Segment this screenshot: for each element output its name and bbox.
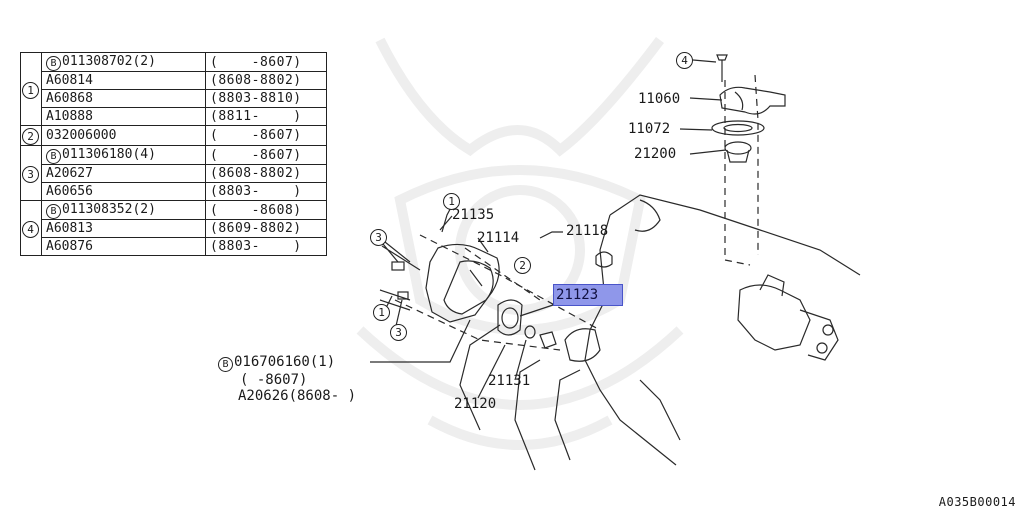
callout-11060: 11060	[638, 91, 681, 107]
qty-paren: )	[148, 202, 156, 217]
ref-circle-1-bottom: 1	[373, 304, 390, 321]
group-ref-number: 3	[20, 145, 42, 201]
bolt-note-line2: ( -8607)	[240, 372, 308, 388]
part-number-cell: A60813	[41, 219, 206, 238]
qty-paren: (	[132, 147, 141, 162]
part-quantity: 4	[140, 147, 149, 162]
bolt-b-mark: B	[46, 204, 61, 219]
date-range-cell: ( -8607)	[205, 145, 327, 165]
group-ref-number: 1	[20, 52, 42, 126]
group-ref-number: 4	[20, 200, 42, 256]
callout-21123-highlighted[interactable]: 21123	[553, 284, 623, 306]
callout-21118: 21118	[566, 223, 609, 239]
part-number: A60876	[46, 239, 93, 254]
date-range-cell: ( -8607)	[205, 52, 327, 72]
bolt-b-mark: B	[46, 149, 61, 164]
part-number: A60814	[46, 73, 93, 88]
ref-circle-3-left: 3	[370, 229, 387, 246]
part-number: A10888	[46, 109, 93, 124]
ref-circle: 2	[22, 128, 39, 145]
parts-table-row: A60814 (8608-8802)	[21, 71, 327, 90]
ref-circle-2: 2	[514, 257, 531, 274]
part-number: A20627	[46, 166, 93, 181]
bolt-b-mark: B	[46, 56, 61, 71]
part-number-cell: A60876	[41, 237, 206, 256]
bolt-b-mark: B	[218, 357, 233, 372]
parts-table-row: A10888 (8811- )	[21, 107, 327, 126]
ref-circle: 3	[22, 165, 39, 183]
parts-table-row: A20627 (8608-8802)	[21, 164, 327, 183]
part-quantity: 2	[140, 202, 149, 217]
date-range-cell: (8608-8802)	[205, 71, 327, 90]
part-quantity: 2	[140, 54, 149, 69]
parts-table-row: A60813 (8609-8802)	[21, 219, 327, 238]
part-number-cell: A20627	[41, 164, 206, 183]
date-range-cell: (8811- )	[205, 107, 327, 126]
part-number: 011308702	[62, 54, 133, 69]
parts-table-row: A60656 (8803- )	[21, 182, 327, 201]
part-number: 032006000	[46, 128, 117, 143]
date-range-cell: (8609-8802)	[205, 219, 327, 238]
callout-21120: 21120	[454, 396, 497, 412]
callout-21114: 21114	[477, 230, 520, 246]
part-number-cell: 032006000	[41, 125, 206, 146]
ref-circle-4: 4	[676, 52, 693, 69]
bolt-note-line1: 016706160(1)	[234, 354, 336, 370]
part-number: A60813	[46, 221, 93, 236]
callout-21200: 21200	[634, 146, 677, 162]
qty-paren: )	[148, 54, 156, 69]
qty-paren: (	[132, 202, 141, 217]
diagram-code: A035B00014	[938, 495, 1016, 509]
part-number-cell: A60656	[41, 182, 206, 201]
part-number: 011308352	[62, 202, 133, 217]
part-number: A60656	[46, 184, 93, 199]
part-number: A60868	[46, 91, 93, 106]
ref-circle-1-top: 1	[443, 193, 460, 210]
qty-paren: )	[148, 147, 156, 162]
date-range-cell: ( -8607)	[205, 125, 327, 146]
ref-circle-3-bottom: 3	[390, 324, 407, 341]
date-range-cell: (8803- )	[205, 237, 327, 256]
callout-21135: 21135	[452, 207, 495, 223]
group-ref-number: 2	[20, 125, 42, 146]
date-range-cell: (8608-8802)	[205, 164, 327, 183]
part-number-cell: A60868	[41, 89, 206, 108]
qty-paren: (	[132, 54, 141, 69]
parts-table-row: A60876 (8803- )	[21, 237, 327, 256]
parts-table-row: 2 032006000 ( -8607)	[20, 125, 327, 146]
callout-11072: 11072	[628, 121, 671, 137]
part-number: 011306180	[62, 147, 133, 162]
parts-table-row: A60868 (8803-8810)	[21, 89, 327, 108]
date-range-cell: (8803- )	[205, 182, 327, 201]
part-number-cell: A10888	[41, 107, 206, 126]
part-number-cell: A60814	[41, 71, 206, 90]
date-range-cell: (8803-8810)	[205, 89, 327, 108]
ref-circle: 4	[22, 220, 39, 238]
bolt-note-line3: A20626(8608- )	[238, 388, 357, 404]
callout-21131: 21131	[488, 373, 531, 389]
ref-circle: 1	[22, 81, 39, 99]
date-range-cell: ( -8608)	[205, 200, 327, 220]
